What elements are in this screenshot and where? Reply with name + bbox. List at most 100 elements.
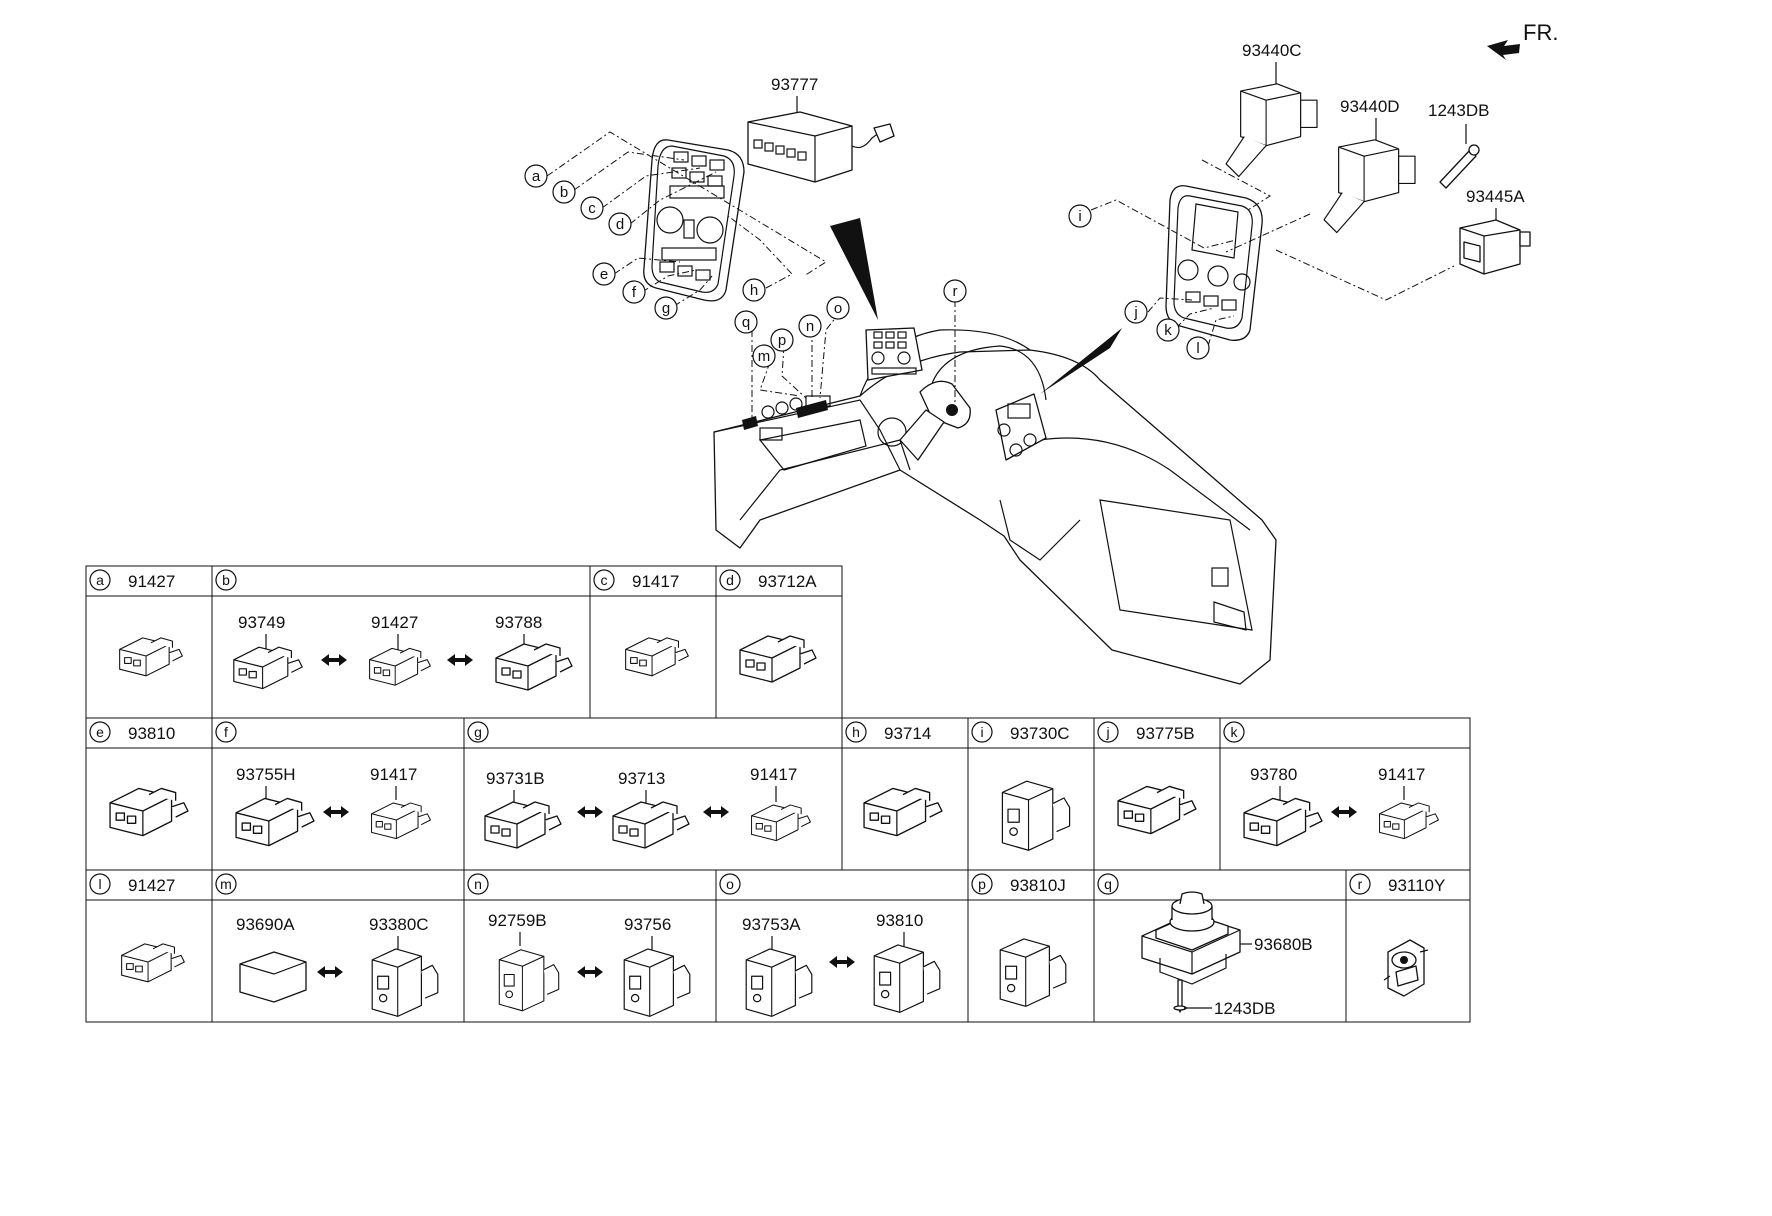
diagram-callout-h: h (742, 278, 766, 302)
switch-92759B-icon (498, 949, 560, 1012)
cell-letter-o: o (719, 873, 741, 895)
callout-93445A: 93445A (1466, 187, 1525, 206)
cell-letter-d: d (719, 569, 741, 591)
diagram-callout-d: d (608, 212, 632, 236)
cell-letter-c: c (593, 569, 615, 591)
svg-text:q: q (742, 314, 750, 331)
svg-text:q: q (1104, 876, 1112, 892)
switch-93440D: 93440D (1323, 97, 1416, 234)
b-item-1: 93749 (238, 613, 285, 632)
cell-part-d: 93712A (758, 572, 817, 591)
diagram-callout-l: l (1186, 336, 1210, 360)
diagram-callout-q: q (734, 310, 758, 334)
m-item-2: 93380C (369, 915, 429, 934)
pad-93690A-icon (239, 951, 307, 1003)
double-arrow-icon (321, 654, 347, 666)
cell-letter-h: h (845, 721, 867, 743)
switch-d-icon (739, 635, 817, 683)
dash-leaders (751, 300, 956, 420)
switch-93755H-icon (235, 797, 315, 847)
svg-text:c: c (601, 572, 608, 588)
svg-text:k: k (1231, 724, 1239, 740)
right-center-bezel (1165, 185, 1263, 341)
double-arrow-icon (1331, 806, 1357, 818)
svg-text:a: a (532, 168, 541, 185)
module-93777: 93777 (747, 75, 895, 183)
double-arrow-icon (447, 654, 473, 666)
switch-l-icon (121, 943, 185, 983)
double-arrow-icon (829, 956, 855, 968)
switch-p-icon (999, 938, 1067, 1007)
cell-part-i: 93730C (1010, 724, 1070, 743)
diagram-callout-e: e (592, 262, 616, 286)
q-item-1: 93680B (1254, 935, 1313, 954)
diagram-callout-b: b (552, 180, 576, 204)
b-item-2: 91427 (371, 613, 418, 632)
q-item-2: 1243DB (1214, 999, 1275, 1018)
cell-letter-i: i (971, 721, 993, 743)
f-item-2: 91417 (370, 765, 417, 784)
b-item-3: 93788 (495, 613, 542, 632)
diagram-callout-j: j (1124, 300, 1148, 324)
o-item-2: 93810 (876, 911, 923, 930)
switch-93440C: 93440C (1225, 41, 1318, 178)
switch-e-icon (109, 787, 189, 837)
diagram-callout-i: i (1068, 204, 1092, 228)
cell-part-r: 93110Y (1388, 876, 1445, 895)
svg-text:i: i (1078, 208, 1081, 225)
svg-text:r: r (953, 283, 958, 300)
diagram-callout-r: r (943, 279, 967, 303)
cell-part-e: 93810 (128, 724, 175, 743)
n-item-1: 92759B (488, 911, 547, 930)
f-item-1: 93755H (236, 765, 296, 784)
callout-93440D: 93440D (1340, 97, 1400, 116)
right-leaders (1090, 159, 1455, 347)
svg-text:j: j (1133, 304, 1137, 321)
cell-letter-a: a (89, 569, 111, 591)
double-arrow-icon (577, 806, 603, 818)
svg-text:g: g (474, 724, 482, 740)
ignition-switch-icon (1383, 939, 1429, 997)
double-arrow-icon (323, 806, 349, 818)
svg-text:m: m (758, 348, 771, 365)
cell-letter-g: g (467, 721, 489, 743)
diagram-callout-o: o (826, 296, 850, 320)
switch-91417-k-icon (1378, 802, 1440, 840)
double-arrow-icon (317, 966, 343, 978)
diagram-callout-g: g (654, 296, 678, 320)
cell-letter-m: m (215, 873, 237, 895)
svg-text:f: f (224, 724, 228, 740)
cell-part-h: 93714 (884, 724, 931, 743)
svg-text:c: c (588, 200, 596, 217)
switch-93753A-icon (745, 948, 813, 1017)
left-leaders (546, 131, 827, 307)
svg-text:d: d (726, 572, 734, 588)
cell-letter-n: n (467, 873, 489, 895)
cell-letter-j: j (1097, 721, 1119, 743)
svg-text:l: l (98, 876, 101, 892)
diagram-callout-k: k (1156, 318, 1180, 342)
svg-text:l: l (1196, 340, 1199, 357)
g-item-1: 93731B (486, 769, 545, 788)
svg-text:m: m (220, 876, 232, 892)
k-item-2: 91417 (1378, 765, 1425, 784)
svg-text:e: e (96, 724, 104, 740)
module-93680B: 93680B 1243DB (1141, 891, 1313, 1018)
switch-93713-icon (612, 801, 690, 849)
cell-letter-p: p (971, 873, 993, 895)
exchange-arrows (317, 654, 1357, 978)
svg-text:b: b (560, 184, 568, 201)
switch-93749-icon (233, 646, 303, 690)
svg-text:p: p (978, 876, 986, 892)
svg-text:h: h (852, 724, 860, 740)
callout-1243DB: 1243DB (1428, 101, 1489, 120)
svg-text:n: n (806, 318, 814, 335)
switch-91417-f-icon (370, 802, 432, 840)
g-item-3: 91417 (750, 765, 797, 784)
cell-letter-k: k (1223, 721, 1245, 743)
cell-letter-l: l (89, 873, 111, 895)
svg-text:i: i (980, 724, 983, 740)
orientation-label: FR. (1523, 20, 1558, 45)
switch-93445A: 93445A (1459, 187, 1531, 275)
svg-text:k: k (1164, 322, 1172, 339)
